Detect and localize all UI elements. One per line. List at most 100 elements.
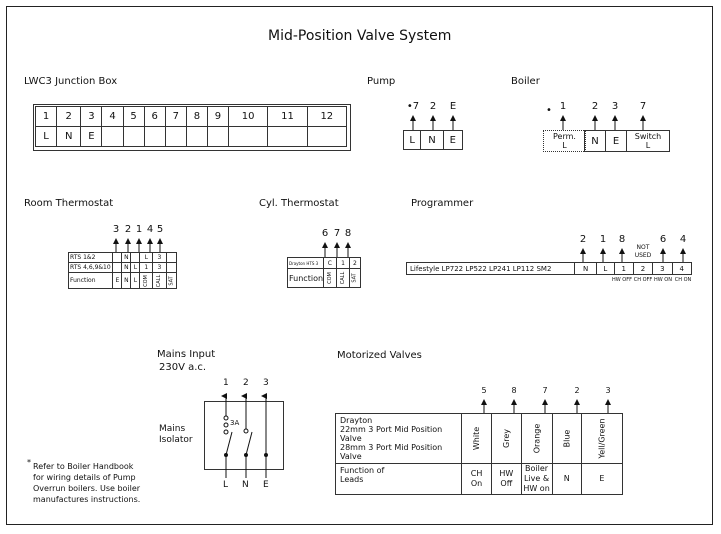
- boiler-label: Boiler: [511, 76, 540, 87]
- wire-number: 8: [618, 234, 626, 245]
- junction-box-outer: [33, 104, 351, 151]
- valve-lead-function: E: [580, 463, 624, 495]
- programmer-wire: 8: [610, 234, 634, 262]
- wire-number: 1: [559, 101, 567, 112]
- arrow-up-icon: [660, 248, 666, 262]
- wire-number: 5: [481, 386, 487, 395]
- arrow-up-icon: [113, 238, 119, 252]
- wire-number: 4: [146, 224, 154, 235]
- wire-number: E: [449, 101, 457, 112]
- junction-box-label: LWC3 Junction Box: [24, 76, 118, 87]
- wire-number: 2: [124, 224, 132, 235]
- programmer-function: HW OFF: [612, 277, 632, 283]
- wire-number: 1: [135, 224, 143, 235]
- diagram-frame: [6, 6, 713, 525]
- room-thermostat-wire: 3: [104, 224, 128, 252]
- pump-wire: E: [441, 101, 465, 130]
- boiler-terminals: N E Switch L: [584, 130, 670, 152]
- valve-wire: 3: [596, 385, 620, 413]
- arrow-up-icon: [612, 115, 618, 130]
- thermostat-cell: L: [130, 272, 141, 289]
- programmer-wire: 2: [571, 234, 595, 262]
- wire-number: 2: [574, 386, 580, 395]
- room-thermostat-wire: 5: [148, 224, 172, 252]
- boiler-wire: 1: [551, 101, 575, 130]
- mains-voltage-label: 230V a.c.: [159, 362, 207, 373]
- wire-number: 7: [639, 101, 647, 112]
- valve-lead-color: Grey: [491, 413, 522, 464]
- valve-wire: 2: [565, 385, 589, 413]
- wire-number: 2: [591, 101, 599, 112]
- valve-wire: 8: [502, 385, 526, 413]
- arrow-up-icon: [430, 115, 436, 130]
- footnote: Refer to Boiler Handbook for wiring deta…: [33, 462, 141, 504]
- valve-wire: 5: [472, 385, 496, 413]
- wire-number: 6: [659, 234, 667, 245]
- boiler-terminal-switch: Switch L: [626, 130, 670, 152]
- mains-wire-n: [241, 393, 253, 478]
- cyl-thermostat-wire: 7: [325, 228, 349, 257]
- room-thermostat-wire: 2: [116, 224, 140, 252]
- boiler-wire: 3: [603, 101, 627, 130]
- arrow-up-icon: [605, 399, 611, 413]
- pump-wire: 2: [421, 101, 445, 130]
- programmer-wire: 1: [591, 234, 615, 262]
- arrow-up-icon: [125, 238, 131, 252]
- boiler-asterisk: •: [546, 105, 552, 116]
- wire-number: 1: [599, 234, 607, 245]
- programmer-model: Lifestyle LP722 LP522 LP241 LP112 SM2: [406, 262, 575, 275]
- mains-terminal-2: 2: [243, 378, 249, 388]
- mains-bottom-l: L: [223, 480, 229, 490]
- programmer-function: HW ON: [654, 277, 672, 283]
- arrow-up-icon: [345, 242, 351, 257]
- valve-lead-color: White: [460, 413, 493, 464]
- boiler-wire: 2: [583, 101, 607, 130]
- room-thermostat-label: Room Thermostat: [24, 198, 114, 209]
- wire-number: 2: [429, 101, 437, 112]
- programmer-terminal: 3: [652, 262, 673, 275]
- arrow-up-icon: [592, 115, 598, 130]
- arrow-up-icon: [334, 242, 340, 257]
- cyl-thermostat-wire: 6: [313, 228, 337, 257]
- arrow-up-icon: [680, 248, 686, 262]
- wire-number: 8: [344, 228, 352, 239]
- programmer-wire: 6: [651, 234, 675, 262]
- arrow-up-icon: [157, 238, 163, 252]
- motorized-valves-table: Drayton 22mm 3 Port Mid Position Valve 2…: [335, 413, 624, 495]
- not-used-label: NOT USED: [634, 244, 652, 259]
- arrow-up-icon: [574, 399, 580, 413]
- mains-isolator-label-2: Isolator: [159, 435, 193, 445]
- thermostat-cell: CALL: [335, 268, 351, 288]
- wire-number: 4: [679, 234, 687, 245]
- footnote-asterisk: *: [27, 458, 31, 467]
- pump-label: Pump: [367, 76, 396, 87]
- motorized-valves-label: Motorized Valves: [337, 350, 422, 361]
- programmer-label: Programmer: [411, 198, 474, 209]
- pump-terminals: L N E: [402, 130, 464, 150]
- thermostat-cell: SAT: [349, 268, 361, 288]
- row-label: Function: [67, 272, 114, 289]
- junction-terminal-function: [306, 126, 348, 147]
- valve-description: Drayton 22mm 3 Port Mid Position Valve 2…: [335, 413, 462, 464]
- wire-number: 2: [579, 234, 587, 245]
- programmer-terminal: L: [596, 262, 615, 275]
- pump-terminal: L: [402, 130, 422, 150]
- mains-bottom-n: N: [242, 480, 249, 490]
- arrow-up-icon: [640, 115, 646, 130]
- junction-terminal-function: N: [56, 126, 82, 147]
- programmer-wire: 4: [671, 234, 695, 262]
- valve-lead-color: Blue: [551, 413, 582, 464]
- thermostat-cell: N: [121, 272, 132, 289]
- mains-bottom-e: E: [263, 480, 269, 490]
- arrow-up-icon: [450, 115, 456, 130]
- mains-terminal-3: 3: [263, 378, 269, 388]
- arrow-up-icon: [600, 248, 606, 262]
